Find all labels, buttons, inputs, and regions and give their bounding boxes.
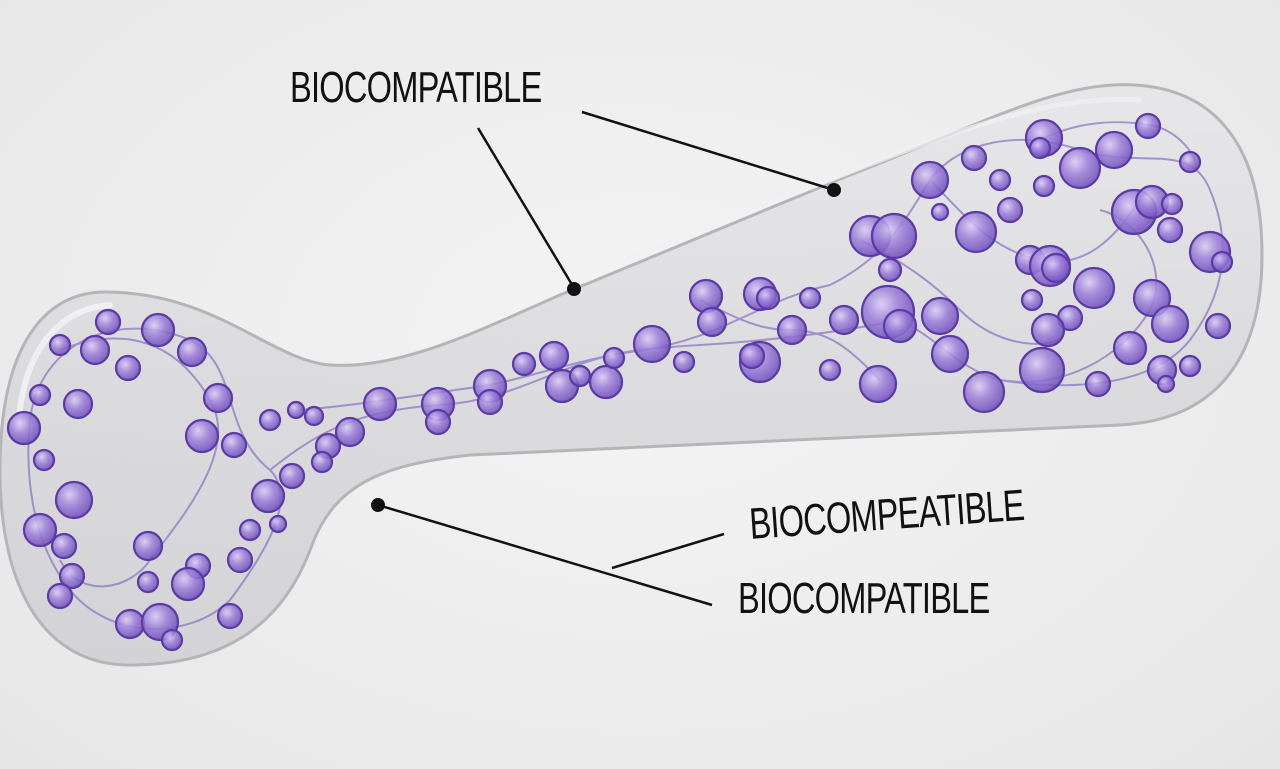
leader-line-middle <box>611 532 725 570</box>
capsule-highlight <box>15 302 113 433</box>
capsule-highlight-upper <box>617 97 1143 265</box>
particle-cluster <box>6 112 1234 652</box>
leader-line-bottom <box>377 503 713 607</box>
anchor-dots <box>371 183 841 512</box>
label-top: BIOCOMPATIBLE <box>290 63 542 112</box>
capsule-body <box>0 83 1264 667</box>
anchor-dot-right <box>827 183 841 197</box>
leader-lines <box>377 110 835 607</box>
anchor-dot-left <box>567 282 581 296</box>
leader-line-top-right <box>581 110 835 192</box>
label-bottom: BIOCOMPATIBLE <box>738 574 990 623</box>
leader-line-top-left <box>476 127 576 289</box>
anchor-dot-bottom <box>371 498 385 512</box>
